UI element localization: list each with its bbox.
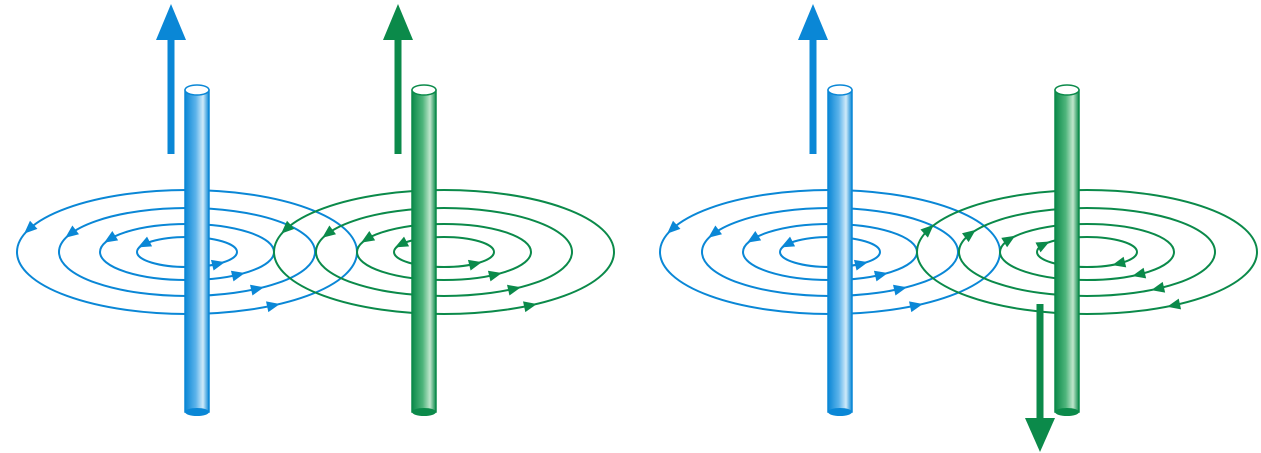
- field-loop-arrow-icon: [873, 270, 888, 282]
- wire-2-body: [411, 89, 437, 413]
- field-line: [999, 223, 1175, 281]
- field-loop-arrow-icon: [1035, 241, 1050, 253]
- field-loop-arrow-icon: [1167, 298, 1182, 310]
- wire-2-base: [412, 408, 436, 416]
- field-line: [356, 223, 532, 281]
- field-loop-arrow-icon: [1132, 267, 1147, 279]
- field-loop-arrow-icon: [893, 284, 907, 296]
- current-shaft: [167, 36, 175, 154]
- field-loop-arrow-icon: [1001, 235, 1016, 248]
- panel-antiparallel-currents: [659, 4, 1258, 452]
- wire-2-body: [1054, 89, 1080, 413]
- field-loop-arrow-icon: [667, 220, 681, 234]
- field-loop-arrow-icon: [961, 229, 976, 243]
- field-loop-arrow-icon: [920, 224, 934, 238]
- field-loop-arrow-icon: [361, 231, 376, 243]
- field-loop-arrow-icon: [230, 270, 245, 282]
- field-loop-arrow-icon: [65, 225, 79, 238]
- field-line: [315, 207, 573, 297]
- field-line: [1036, 236, 1138, 268]
- wire-1-base: [828, 408, 852, 416]
- field-loop-arrow-icon: [523, 301, 537, 313]
- field-line: [273, 189, 615, 315]
- field-line: [393, 236, 495, 268]
- up-arrow-icon: [383, 4, 413, 40]
- field-loop-arrow-icon: [138, 236, 153, 248]
- field-loop-arrow-icon: [250, 284, 264, 296]
- field-loop-arrow-icon: [507, 284, 521, 296]
- field-loop-arrow-icon: [781, 236, 796, 248]
- field-loop-arrow-icon: [322, 225, 336, 238]
- field-loop-arrow-icon: [104, 231, 119, 243]
- wire-1-body: [827, 89, 853, 413]
- field-line: [916, 189, 1258, 315]
- wire-2-cap: [411, 84, 437, 96]
- panel-parallel-currents: [16, 4, 615, 416]
- wire-2-cap: [1054, 84, 1080, 96]
- wire-2-base: [1055, 408, 1079, 416]
- field-loop-arrow-icon: [487, 270, 502, 282]
- field-loop-arrow-icon: [210, 259, 225, 271]
- field-loop-arrow-icon: [24, 220, 38, 234]
- wire-1-cap: [184, 84, 210, 96]
- field-loop-arrow-icon: [467, 259, 482, 271]
- field-loop-arrow-icon: [281, 220, 295, 234]
- wire-1-body: [184, 89, 210, 413]
- up-arrow-icon: [156, 4, 186, 40]
- wire-1-cap: [827, 84, 853, 96]
- field-loop-arrow-icon: [1151, 281, 1166, 293]
- field-loop-arrow-icon: [909, 301, 923, 313]
- current-shaft: [394, 36, 402, 154]
- down-arrow-icon: [1025, 418, 1055, 452]
- field-loop-arrow-icon: [395, 236, 410, 248]
- up-arrow-icon: [798, 4, 828, 40]
- field-loop-arrow-icon: [747, 231, 762, 243]
- wire-1-base: [185, 408, 209, 416]
- field-loop-arrow-icon: [708, 225, 722, 238]
- current-shaft: [1036, 304, 1044, 422]
- field-loop-arrow-icon: [853, 259, 868, 271]
- field-line: [958, 207, 1216, 297]
- field-loop-arrow-icon: [1112, 256, 1127, 268]
- current-shaft: [809, 36, 817, 154]
- field-loop-arrow-icon: [266, 301, 280, 313]
